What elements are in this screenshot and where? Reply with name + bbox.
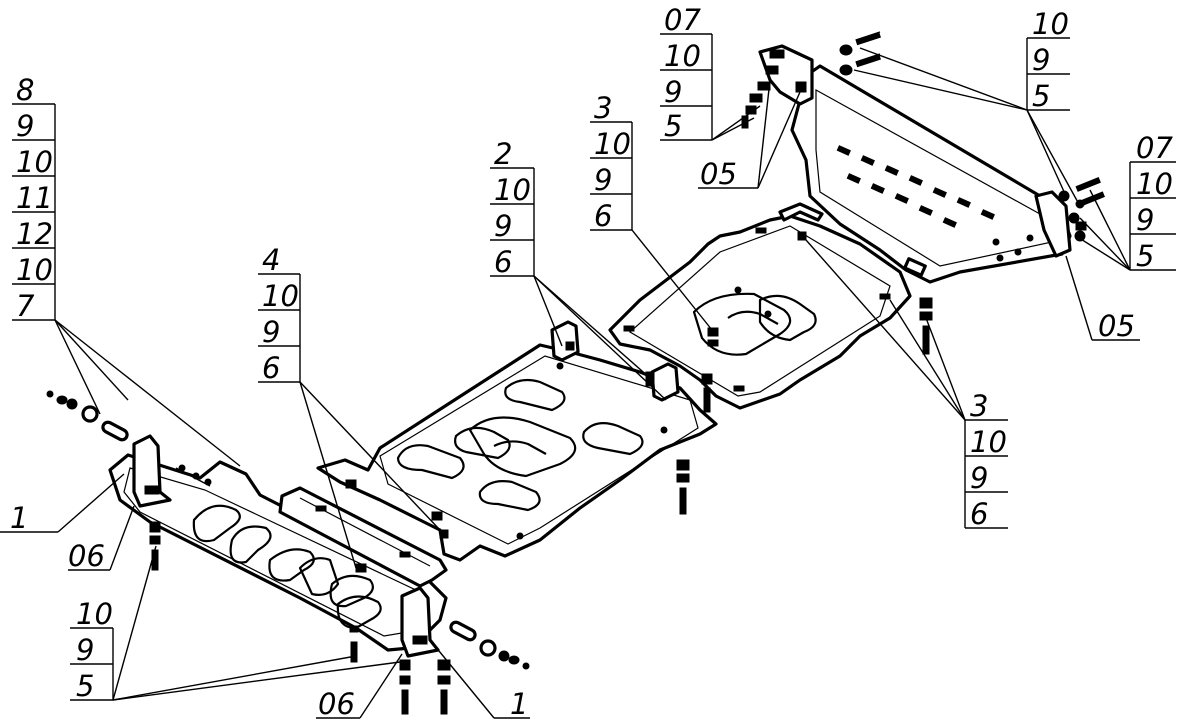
- label-part-06-bottom: 06: [318, 687, 355, 721]
- callout-stack-c1: 8 9 10 11 12 10 7: [12, 73, 56, 323]
- gearbox-skid-plate: [608, 202, 912, 410]
- callout-label: 10: [1136, 167, 1173, 201]
- callout-stack-c9: 10 9 5: [70, 597, 114, 703]
- callout-label: 10: [494, 173, 531, 207]
- callout-label: 07: [664, 3, 701, 37]
- label-part-1-bottom: 1: [510, 687, 528, 721]
- callout-label: 9: [664, 75, 682, 109]
- callout-label: 3: [594, 91, 612, 125]
- callout-label: 9: [970, 461, 988, 495]
- callout-label: 10: [76, 597, 113, 631]
- engine-plate-slots: [396, 378, 644, 512]
- gearbox-plate-slots: [692, 292, 817, 356]
- front-plate-slots: [192, 504, 382, 630]
- callout-stack-c5: 07 10 9 5: [660, 3, 713, 143]
- callout-label: 6: [494, 245, 512, 279]
- middle-small-plate: [278, 486, 448, 588]
- callout-label: 5: [1136, 239, 1154, 273]
- callout-label: 12: [16, 217, 53, 251]
- callout-label: 5: [1032, 79, 1050, 113]
- front-skid-plate: [108, 434, 448, 658]
- bolt-stack-rear-right: [992, 176, 1105, 262]
- leader-lines: [0, 47, 1140, 719]
- bolt-stack-front-left: [46, 390, 212, 487]
- callout-stack-c6: 10 9 5: [1026, 7, 1070, 113]
- callout-label: 2: [494, 137, 512, 171]
- callout-label: 10: [16, 145, 53, 179]
- callout-label: 9: [262, 315, 280, 349]
- callout-stack-c8: 3 10 9 6: [964, 389, 1008, 531]
- bolt-stack-rear-top-right: [839, 31, 881, 76]
- callout-stack-c7: 07 10 9 5: [1129, 131, 1176, 273]
- callout-label: 6: [594, 199, 612, 233]
- callout-label: 7: [16, 289, 35, 323]
- front-plate-bracket-left: [132, 434, 172, 508]
- callout-label: 10: [664, 39, 701, 73]
- callout-label: 4: [262, 243, 280, 277]
- callout-label: 9: [16, 109, 34, 143]
- callout-label: 6: [970, 497, 988, 531]
- label-part-06-left: 06: [68, 539, 105, 573]
- callout-label: 5: [664, 109, 682, 143]
- label-part-1-left: 1: [10, 501, 28, 535]
- callout-stack-c4: 3 10 9 6: [590, 91, 633, 233]
- callout-label: 10: [594, 127, 631, 161]
- callout-label: 9: [594, 163, 612, 197]
- label-part-05-top: 05: [700, 157, 737, 191]
- callout-label: 10: [262, 279, 299, 313]
- single-labels: 1 06 06 1 05 05: [10, 157, 1135, 721]
- callout-label: 07: [1136, 131, 1173, 165]
- callout-stack-c2: 4 10 9 6: [258, 243, 301, 385]
- bolt-stack-front-right: [449, 620, 530, 670]
- rear-plate-slot-row: [836, 145, 995, 228]
- callout-label: 6: [262, 351, 280, 385]
- label-part-05-right: 05: [1098, 309, 1135, 343]
- callout-label: 9: [1136, 203, 1154, 237]
- callout-label: 9: [1032, 43, 1050, 77]
- callout-label: 11: [16, 181, 53, 215]
- callout-label: 10: [16, 253, 53, 287]
- callout-label: 10: [1032, 7, 1069, 41]
- callout-stack-c3: 2 10 9 6: [490, 137, 535, 279]
- callout-label: 8: [16, 73, 34, 107]
- engine-skid-plate: [316, 320, 718, 562]
- callout-label: 9: [494, 209, 512, 243]
- callout-label: 9: [76, 633, 94, 667]
- callout-label: 3: [970, 389, 988, 423]
- callout-label: 10: [970, 425, 1007, 459]
- callout-label: 5: [76, 669, 94, 703]
